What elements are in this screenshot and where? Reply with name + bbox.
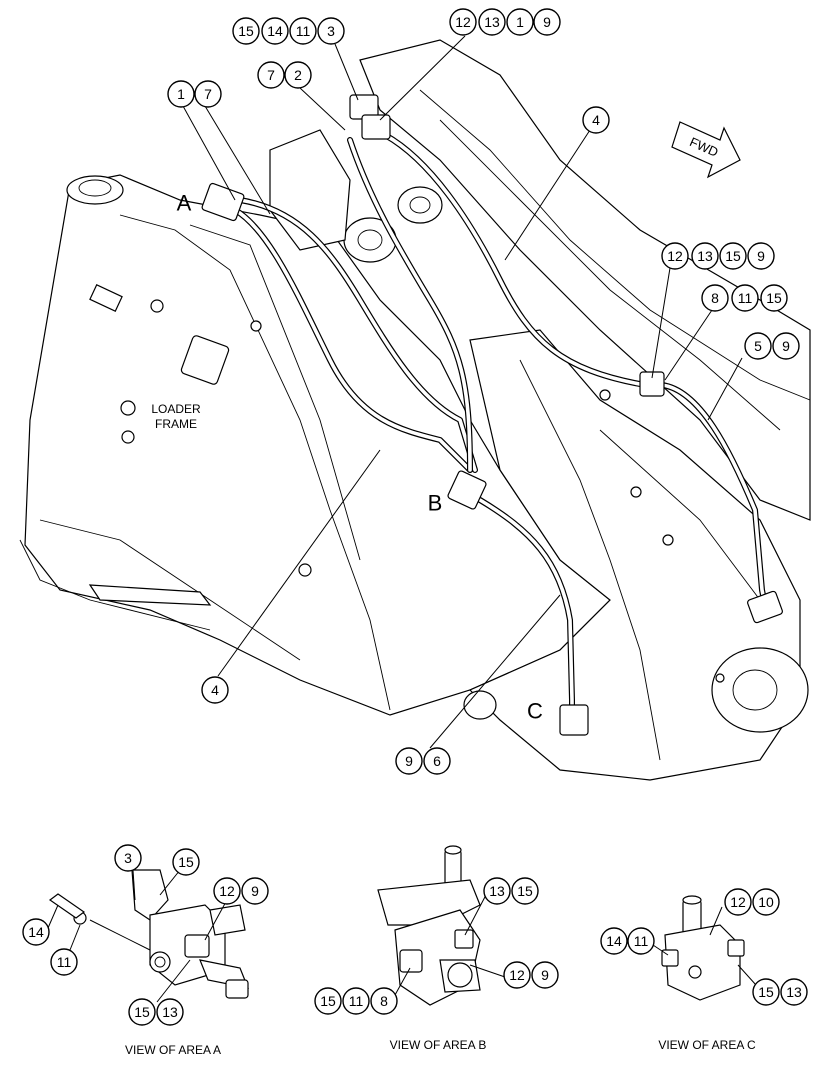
frame-boss xyxy=(66,175,124,205)
svg-text:4: 4 xyxy=(211,682,219,698)
svg-text:15: 15 xyxy=(725,248,741,264)
fitting-area-b xyxy=(447,470,487,510)
svg-text:7: 7 xyxy=(204,86,212,102)
svg-text:15: 15 xyxy=(178,854,194,870)
callout-view-a-2: 12 9 xyxy=(213,877,269,905)
callout-view-c-2: 15 13 xyxy=(752,978,808,1006)
svg-text:9: 9 xyxy=(251,883,259,899)
callout-main-2: 7 2 xyxy=(257,61,312,89)
main-illustration: LOADER FRAME xyxy=(19,8,811,781)
area-a-letter: A xyxy=(177,191,192,216)
svg-text:12: 12 xyxy=(455,14,471,30)
boom-upper xyxy=(359,39,811,521)
svg-text:9: 9 xyxy=(757,248,765,264)
svg-text:9: 9 xyxy=(543,14,551,30)
callout-view-a-5: 15 13 xyxy=(128,998,184,1026)
forward-arrow: FWD xyxy=(671,121,741,179)
svg-text:12: 12 xyxy=(509,967,525,983)
svg-text:13: 13 xyxy=(786,984,802,1000)
svg-text:6: 6 xyxy=(433,753,441,769)
callout-main-0: 15 14 11 3 xyxy=(232,17,345,45)
main-leader-lines xyxy=(182,35,743,749)
callout-main-1: 12 13 1 9 xyxy=(449,8,561,36)
callout-main-4: 4 xyxy=(582,106,610,134)
view-area-a: 3 15 12 9 14 11 15 13 VIEW OF AREA A xyxy=(22,844,269,1057)
area-c-letter: C xyxy=(527,699,543,724)
lower-frame-right xyxy=(468,329,801,781)
view-a-caption: VIEW OF AREA A xyxy=(125,1043,221,1057)
svg-text:15: 15 xyxy=(320,993,336,1009)
svg-text:15: 15 xyxy=(134,1004,150,1020)
svg-text:5: 5 xyxy=(754,338,762,354)
callout-view-b-0: 13 15 xyxy=(483,877,539,905)
loader-frame-label-line2: FRAME xyxy=(155,417,197,431)
svg-text:12: 12 xyxy=(730,894,746,910)
callout-main-3: 1 7 xyxy=(167,80,222,108)
fitting-area-a xyxy=(201,182,245,222)
callout-main-5: 12 13 15 9 xyxy=(661,242,775,270)
callout-view-a-4: 11 xyxy=(50,948,78,976)
svg-text:1: 1 xyxy=(516,14,524,30)
svg-text:11: 11 xyxy=(634,933,649,949)
svg-text:14: 14 xyxy=(28,924,44,940)
svg-text:11: 11 xyxy=(738,290,753,306)
hydraulic-lines xyxy=(232,132,768,723)
svg-text:7: 7 xyxy=(267,67,275,83)
svg-text:9: 9 xyxy=(541,967,549,983)
svg-text:15: 15 xyxy=(758,984,774,1000)
svg-text:3: 3 xyxy=(327,23,335,39)
view-c-caption: VIEW OF AREA C xyxy=(658,1038,756,1052)
callout-view-a-0: 3 xyxy=(114,844,142,872)
svg-text:11: 11 xyxy=(349,993,364,1009)
svg-text:15: 15 xyxy=(766,290,782,306)
svg-text:11: 11 xyxy=(296,23,311,39)
callout-view-b-2: 15 11 8 xyxy=(314,987,398,1015)
callout-main-8: 4 xyxy=(201,676,229,704)
callout-view-a-1: 15 xyxy=(172,848,200,876)
view-area-c: 12 10 14 11 15 13 VIEW OF AREA C xyxy=(600,888,808,1052)
area-b-letter: B xyxy=(428,491,443,516)
svg-text:8: 8 xyxy=(711,290,719,306)
svg-text:9: 9 xyxy=(405,753,413,769)
svg-text:13: 13 xyxy=(162,1004,178,1020)
fitting-area-c xyxy=(559,704,589,736)
svg-text:10: 10 xyxy=(758,894,774,910)
svg-text:12: 12 xyxy=(667,248,683,264)
callout-main-9: 9 6 xyxy=(395,747,451,775)
view-b-caption: VIEW OF AREA B xyxy=(390,1038,487,1052)
callout-main-7: 5 9 xyxy=(744,332,800,360)
callout-main-6: 8 11 15 xyxy=(701,284,788,312)
svg-text:13: 13 xyxy=(484,14,500,30)
callout-view-a-3: 14 xyxy=(22,918,50,946)
svg-text:1: 1 xyxy=(177,86,185,102)
loader-frame-label-line1: LOADER xyxy=(151,402,201,416)
svg-text:13: 13 xyxy=(489,883,505,899)
callout-view-c-1: 14 11 xyxy=(600,927,655,955)
svg-text:15: 15 xyxy=(517,883,533,899)
svg-text:2: 2 xyxy=(294,67,302,83)
svg-text:3: 3 xyxy=(124,850,132,866)
callout-view-b-1: 12 9 xyxy=(503,961,559,989)
svg-text:8: 8 xyxy=(380,993,388,1009)
svg-text:4: 4 xyxy=(592,112,600,128)
svg-text:9: 9 xyxy=(782,338,790,354)
svg-text:11: 11 xyxy=(57,954,72,970)
svg-text:14: 14 xyxy=(267,23,283,39)
callout-view-c-0: 12 10 xyxy=(724,888,780,916)
svg-text:15: 15 xyxy=(238,23,254,39)
svg-text:14: 14 xyxy=(606,933,622,949)
svg-text:13: 13 xyxy=(697,248,713,264)
view-area-b: 13 15 12 9 15 11 8 VIEW OF AREA B xyxy=(314,845,559,1052)
svg-text:12: 12 xyxy=(219,883,235,899)
